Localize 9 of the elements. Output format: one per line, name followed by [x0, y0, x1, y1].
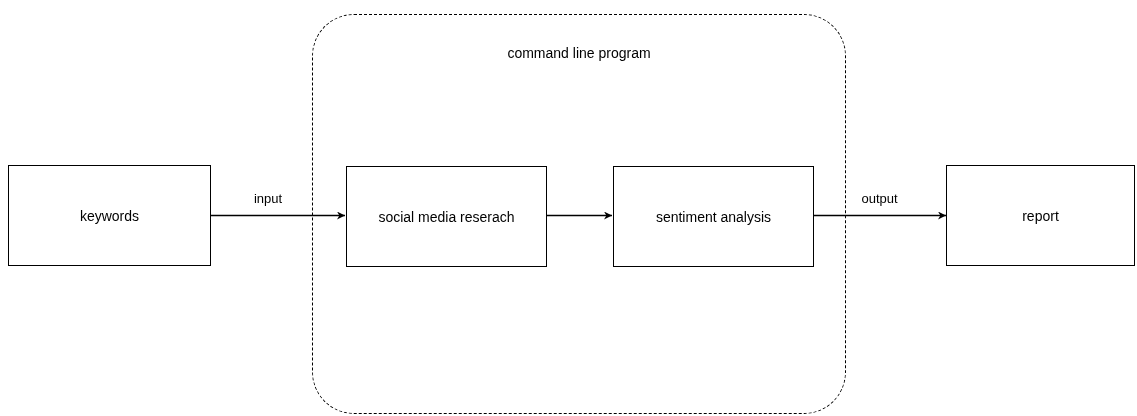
group-title: command line program: [506, 45, 652, 61]
process-box: sentiment analysis: [613, 166, 814, 267]
arrow: [210, 211, 346, 220]
arrow: [545, 211, 613, 220]
arrow: [812, 211, 947, 220]
process-box: report: [946, 165, 1135, 266]
dashed-group-border: [312, 14, 846, 414]
process-box: social media reserach: [346, 166, 547, 267]
process-box: keywords: [8, 165, 211, 266]
